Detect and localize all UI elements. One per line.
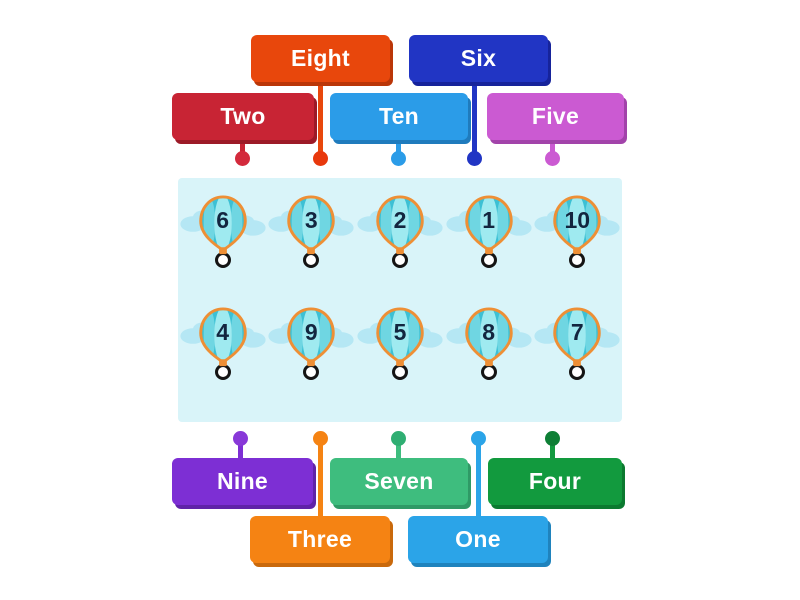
label-pin-two: [240, 138, 245, 158]
label-pin-three: [318, 438, 323, 520]
balloon-number: 10: [564, 207, 591, 233]
answer-label-text: Three: [287, 526, 353, 552]
label-pin-dot-four[interactable]: [545, 431, 560, 446]
hot-air-balloon-icon: 3: [267, 194, 355, 256]
label-pin-dot-eight[interactable]: [313, 151, 328, 166]
balloon-item: 10: [533, 194, 621, 268]
balloon-number: 5: [393, 319, 407, 345]
answer-label-seven[interactable]: Seven: [330, 458, 468, 505]
balloon-number: 9: [304, 319, 318, 345]
label-pin-dot-one[interactable]: [471, 431, 486, 446]
label-pin-dot-six[interactable]: [467, 151, 482, 166]
answer-label-ten[interactable]: Ten: [330, 93, 468, 140]
balloon-item: 1: [445, 194, 533, 268]
hot-air-balloon-icon: 10: [533, 194, 621, 256]
balloon-number: 2: [393, 207, 407, 233]
balloon-item: 7: [533, 306, 621, 380]
label-pin-six: [472, 80, 477, 158]
answer-label-one[interactable]: One: [408, 516, 548, 563]
answer-label-four[interactable]: Four: [488, 458, 622, 505]
label-pin-dot-three[interactable]: [313, 431, 328, 446]
hot-air-balloon-icon: 8: [445, 306, 533, 368]
balloon-item: 4: [179, 306, 267, 380]
answer-label-two[interactable]: Two: [172, 93, 314, 140]
label-pin-nine: [238, 438, 243, 462]
label-pin-dot-ten[interactable]: [391, 151, 406, 166]
label-pin-dot-two[interactable]: [235, 151, 250, 166]
hot-air-balloon-icon: 6: [179, 194, 267, 256]
label-pin-dot-nine[interactable]: [233, 431, 248, 446]
balloon-number: 6: [216, 207, 230, 233]
balloon-number: 4: [216, 319, 230, 345]
hot-air-balloon-icon: 1: [445, 194, 533, 256]
balloon-item: 2: [356, 194, 444, 268]
answer-label-five[interactable]: Five: [487, 93, 624, 140]
balloon-row-top: 6 3 2 1: [178, 194, 622, 268]
label-pin-four: [550, 438, 555, 462]
answer-label-text: Seven: [364, 468, 434, 494]
answer-label-text: Six: [460, 45, 497, 71]
balloon-item: 8: [445, 306, 533, 380]
balloon-item: 9: [267, 306, 355, 380]
hot-air-balloon-icon: 4: [179, 306, 267, 368]
balloon-item: 5: [356, 306, 444, 380]
label-pin-one: [476, 438, 481, 520]
diagram-board: 6 3 2 1: [178, 178, 622, 422]
answer-label-nine[interactable]: Nine: [172, 458, 313, 505]
answer-label-text: Two: [220, 103, 266, 129]
answer-label-text: Ten: [378, 103, 420, 129]
label-pin-dot-seven[interactable]: [391, 431, 406, 446]
answer-label-text: Nine: [216, 468, 269, 494]
hot-air-balloon-icon: 5: [356, 306, 444, 368]
label-pin-ten: [396, 138, 401, 158]
balloon-number: 8: [482, 319, 496, 345]
balloon-item: 6: [179, 194, 267, 268]
balloon-number: 7: [570, 319, 584, 345]
label-pin-five: [550, 138, 555, 158]
hot-air-balloon-icon: 2: [356, 194, 444, 256]
balloon-number: 3: [304, 207, 318, 233]
answer-label-text: One: [455, 526, 501, 552]
answer-label-six[interactable]: Six: [409, 35, 548, 82]
label-pin-eight: [318, 80, 323, 158]
balloon-row-bottom: 4 9 5 8: [178, 306, 622, 380]
answer-label-eight[interactable]: Eight: [251, 35, 390, 82]
answer-label-text: Five: [531, 103, 580, 129]
hot-air-balloon-icon: 9: [267, 306, 355, 368]
hot-air-balloon-icon: 7: [533, 306, 621, 368]
label-pin-dot-five[interactable]: [545, 151, 560, 166]
balloon-number: 1: [482, 207, 496, 233]
answer-label-three[interactable]: Three: [250, 516, 390, 563]
label-pin-seven: [396, 438, 401, 462]
answer-label-text: Four: [528, 468, 582, 494]
balloon-item: 3: [267, 194, 355, 268]
answer-label-text: Eight: [291, 45, 350, 71]
